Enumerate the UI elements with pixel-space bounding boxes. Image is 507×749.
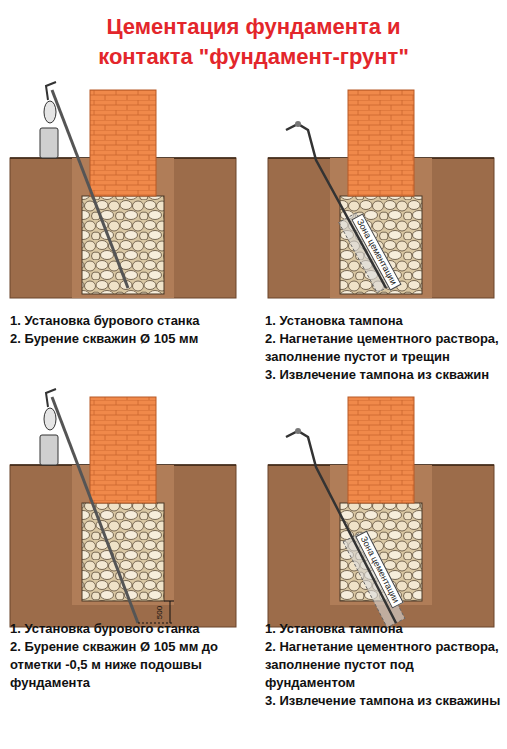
dimension-text: 500 [155,605,164,618]
panel-figure [268,397,494,628]
brick-wall [90,90,156,196]
drill-rod [52,90,128,288]
step-text: 2. Бурение скважин Ø 105 мм [10,330,250,348]
tampon [286,124,386,288]
dimension-line [170,601,171,623]
panel-figure [268,90,494,298]
brick-wall [348,397,414,503]
caption-group: 1. Установка бурового станка2. Бурение с… [10,312,250,348]
caption-group: 1. Установка бурового станка2. Бурение с… [10,620,250,692]
step-text: 3. Извлечение тампона из скважин [265,366,505,384]
brick-wall [348,90,414,196]
panel-figure [10,389,236,627]
caption-group: 1. Установка тампона2. Нагнетание цемент… [265,312,505,384]
step-text: 2. Нагнетание цементного раствора, запол… [265,330,505,366]
valve [295,428,301,434]
extension-line [164,601,174,602]
valve [295,121,301,127]
step-text: 1. Установка тампона [265,620,505,638]
title-box: Цементация фундамента и контакта "фундам… [68,12,439,72]
hose [46,389,56,407]
step-text: 1. Установка тампона [265,312,505,330]
drill-motor [44,101,56,123]
panel-figure [10,82,236,298]
title: Цементация фундамента и контакта "фундам… [68,12,439,72]
drill-rod [52,397,138,623]
drill-motor [44,408,56,430]
caption-group: 1. Установка тампона2. Нагнетание цемент… [265,620,505,710]
brick-wall [90,397,156,503]
step-text: 2. Бурение скважин Ø 105 мм до отметки -… [10,638,250,692]
step-text: 1. Установка бурового станка [10,620,250,638]
step-text: 1. Установка бурового станка [10,312,250,330]
step-text: 3. Извлечение тампона из скважины [265,692,505,710]
drill-rig [40,128,58,158]
rubble-footing [82,196,164,294]
hose [46,82,56,100]
step-text: 2. Нагнетание цементного раствора, запол… [265,638,505,692]
tampon [286,431,396,623]
drill-rig [40,435,58,465]
